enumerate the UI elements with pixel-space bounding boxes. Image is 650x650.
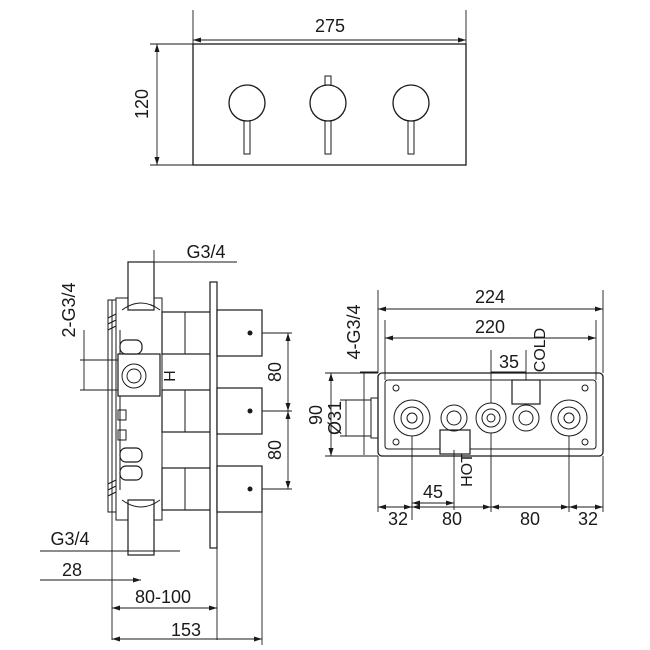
side-ports-label: 2-G3/4 <box>59 282 79 337</box>
diameter-label: Ø31 <box>325 401 345 435</box>
bottom-dim-3: 32 <box>578 509 598 529</box>
rear-height-label: 90 <box>306 405 326 425</box>
front-height-label: 120 <box>132 89 152 119</box>
hot-port: H <box>117 353 177 397</box>
hot-offset-label: 45 <box>423 482 443 502</box>
side-view: H G3/4 <box>40 242 292 645</box>
hot-label: HOT <box>459 453 476 487</box>
top-inlet-label: G3/4 <box>186 242 225 262</box>
cartridge-top <box>161 311 213 355</box>
rear-valve-right <box>550 399 588 437</box>
handle-right <box>392 84 430 155</box>
spacing-lower-label: 80 <box>265 440 285 460</box>
total-depth-label: 153 <box>171 620 201 640</box>
cold-offset-label: 35 <box>499 352 519 372</box>
valve-body <box>115 297 163 521</box>
front-width-label: 275 <box>315 16 345 36</box>
bottom-outlet-label: G3/4 <box>50 529 89 549</box>
outlet-offset-label: 28 <box>62 560 82 580</box>
hot-mark: H <box>160 370 177 382</box>
depth-range-label: 80-100 <box>135 587 191 607</box>
side-handle-top <box>216 309 263 357</box>
rear-view: 224 220 35 COLD 4-G3/4 90 Ø31 HOT <box>306 287 604 529</box>
cartridge-bottom <box>161 467 213 511</box>
spacing-upper-label: 80 <box>265 362 285 382</box>
side-handle-middle <box>216 387 263 435</box>
faceplate-outline <box>192 43 467 166</box>
bottom-dim-1: 80 <box>442 509 462 529</box>
rear-ports-label: 4-G3/4 <box>344 304 364 359</box>
rear-valve-cold <box>512 404 540 432</box>
top-inlet-pipe <box>127 261 155 311</box>
handle-left <box>228 84 266 155</box>
hot-inlet <box>439 429 471 455</box>
rear-valve-left <box>393 399 431 437</box>
rear-valve-center <box>475 402 507 434</box>
front-view: 275 120 <box>132 10 467 166</box>
cold-inlet <box>511 379 541 405</box>
handle-middle <box>309 75 347 155</box>
side-handle-bottom <box>216 465 263 513</box>
cartridge-middle <box>161 389 213 433</box>
rear-valve-hot <box>440 404 468 432</box>
side-faceplate <box>209 281 218 549</box>
bottom-outlet-pipe <box>127 499 155 556</box>
cold-label: COLD <box>532 328 549 372</box>
rear-overall-width-label: 224 <box>475 287 505 307</box>
rear-inner-width-label: 220 <box>475 317 505 337</box>
bottom-dim-2: 80 <box>520 509 540 529</box>
bottom-dim-0: 32 <box>388 509 408 529</box>
